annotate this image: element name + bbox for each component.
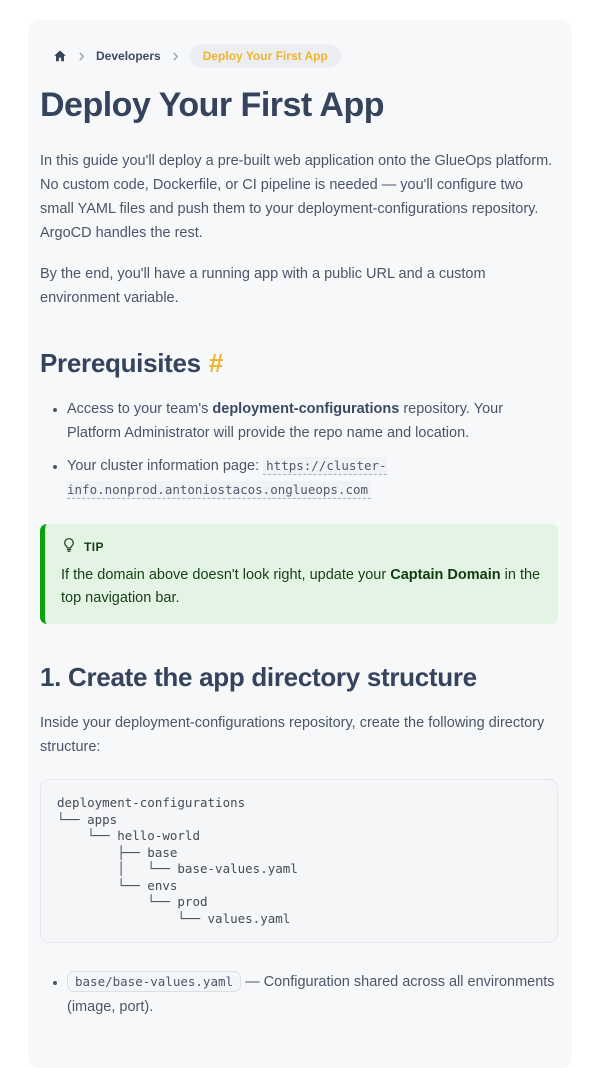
code-line: └── values.yaml bbox=[57, 910, 291, 926]
list-item-text: repository. Your Platform Administrator … bbox=[67, 401, 504, 442]
code-line: └── apps bbox=[57, 811, 118, 827]
code-line: └── hello-world bbox=[57, 828, 200, 844]
tip-body: If the domain above doesn't look right, … bbox=[61, 564, 542, 610]
tip-text: If the domain above doesn't look right, … bbox=[61, 567, 391, 584]
lightbulb-icon bbox=[61, 537, 77, 556]
tip-callout-header: TIP bbox=[61, 537, 542, 556]
intro-paragraph-1: In this guide you'll deploy a pre-built … bbox=[40, 153, 553, 242]
breadcrumb-item-current[interactable]: Deploy Your First App bbox=[189, 44, 341, 68]
tip-label: TIP bbox=[84, 539, 104, 554]
list-item: base/base-values.yaml — Configuration sh… bbox=[67, 969, 558, 1020]
doc-content: Developers Deploy Your First App Deploy … bbox=[40, 44, 558, 1020]
code-line: ├── base bbox=[57, 844, 178, 860]
list-item: Your cluster information page: https://c… bbox=[67, 454, 558, 502]
breadcrumb: Developers Deploy Your First App bbox=[40, 44, 558, 68]
code-line: └── prod bbox=[57, 894, 208, 910]
breadcrumb-item-developers[interactable]: Developers bbox=[96, 49, 161, 63]
heading-prerequisites: Prerequisites# bbox=[40, 348, 558, 379]
heading-anchor-link[interactable]: # bbox=[208, 348, 224, 379]
doc-page-card: Developers Deploy Your First App Deploy … bbox=[28, 20, 572, 1068]
list-item: Access to your team's deployment-configu… bbox=[67, 397, 558, 445]
page-title: Deploy Your First App bbox=[40, 86, 385, 124]
prerequisites-list: Access to your team's deployment-configu… bbox=[40, 397, 558, 502]
step1-paragraph: Inside your deployment-configurations re… bbox=[40, 715, 545, 756]
tip-bold-text: Captain Domain bbox=[390, 567, 501, 584]
chevron-right-icon bbox=[170, 51, 181, 62]
list-item-text: Access to your team's bbox=[67, 401, 213, 418]
list-item-text: Your cluster information page: bbox=[67, 458, 264, 475]
inline-code-base-values: base/base-values.yaml bbox=[67, 971, 242, 993]
code-block-directory-tree: deployment-configurations└── apps └── he… bbox=[40, 779, 558, 944]
intro-paragraph-2: By the end, you'll have a running app wi… bbox=[40, 266, 486, 307]
code-line: │ └── base-values.yaml bbox=[57, 861, 298, 877]
tip-text: in the top navigation bar. bbox=[61, 567, 541, 607]
code-line: deployment-configurations bbox=[57, 795, 246, 811]
file-notes-list: base/base-values.yaml — Configuration sh… bbox=[40, 969, 558, 1020]
home-icon[interactable] bbox=[53, 49, 67, 63]
chevron-right-icon bbox=[76, 51, 87, 62]
code-line: └── envs bbox=[57, 877, 178, 893]
heading-prerequisites-text: Prerequisites bbox=[40, 348, 201, 379]
list-item-bold-text: deployment-configurations bbox=[212, 401, 400, 418]
tip-callout: TIP If the domain above doesn't look rig… bbox=[40, 524, 558, 625]
heading-step-1: 1. Create the app directory structure bbox=[40, 662, 477, 693]
